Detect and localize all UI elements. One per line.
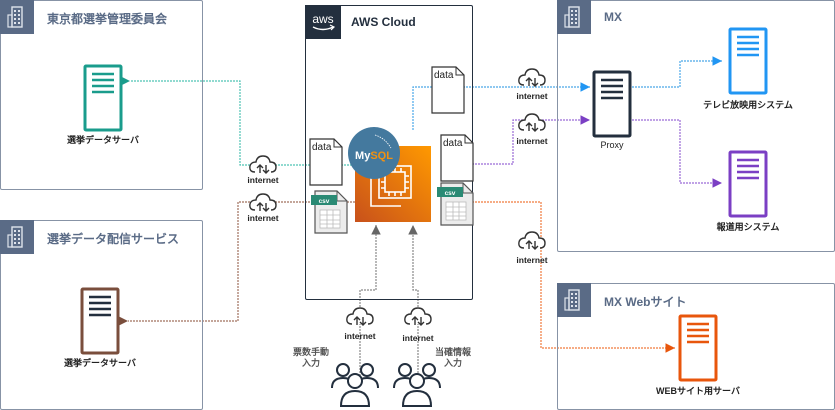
internet-cloud-icon: [404, 307, 432, 326]
internet-cloud-blue: [517, 67, 547, 94]
win-input-label: 当確情報 入力: [434, 347, 472, 368]
teal-connection: [120, 76, 355, 166]
server-label: 選挙データサーバ: [64, 358, 136, 368]
internet-cloud-user-1: [345, 306, 375, 333]
users-icon-vote-input[interactable]: [330, 360, 380, 408]
internet-label: internet: [344, 331, 376, 341]
group-title: AWS Cloud: [351, 15, 416, 29]
orange-connection: [460, 201, 675, 353]
mysql-label: MySQL: [355, 150, 393, 162]
building-icon: [0, 220, 34, 254]
users-icon-win-input[interactable]: [392, 360, 442, 408]
data-document-icon: data: [309, 138, 343, 186]
internet-cloud-user-2: [403, 306, 433, 333]
server-icon-distribution[interactable]: [80, 287, 120, 355]
building-icon: [0, 0, 34, 34]
server-label: 選挙データサーバ: [67, 135, 139, 145]
purple-connection-1: [460, 115, 590, 165]
group-title: MX: [604, 10, 622, 24]
building-icon: [557, 0, 591, 34]
purple-connection-2: [632, 119, 722, 188]
server-icon-tv-system[interactable]: [728, 27, 768, 95]
aws-logo-icon: aws: [305, 5, 341, 39]
internet-cloud-icon: [518, 113, 546, 132]
svg-text:aws: aws: [312, 12, 333, 26]
building-icon: [557, 283, 591, 317]
svg-text:data: data: [443, 138, 463, 149]
group-election-data-distribution: 選挙データ配信サービス: [0, 220, 203, 410]
server-label: テレビ放映用システム: [703, 100, 793, 110]
svg-text:csv: csv: [445, 190, 456, 197]
server-label: Proxy: [600, 140, 624, 150]
internet-label: internet: [402, 333, 434, 343]
mysql-icon[interactable]: MySQL: [347, 126, 401, 180]
internet-cloud-icon: [518, 231, 546, 250]
svg-text:csv: csv: [319, 198, 330, 205]
blue-connection-2: [632, 56, 722, 88]
internet-cloud-purple: [517, 112, 547, 139]
group-title: 東京都選挙管理委員会: [47, 12, 168, 26]
server-label: WEBサイト用サーバ: [656, 386, 740, 396]
svg-text:data: data: [434, 70, 454, 81]
internet-cloud-icon: [249, 193, 277, 212]
group-title: MX Webサイト: [604, 295, 687, 309]
server-icon-proxy[interactable]: [592, 70, 632, 138]
server-label: 報道用システム: [716, 222, 780, 232]
blue-connection-1: [412, 82, 590, 130]
internet-label: internet: [247, 213, 279, 223]
internet-label: internet: [516, 136, 548, 146]
internet-label: internet: [516, 91, 548, 101]
internet-cloud-icon: [249, 155, 277, 174]
data-document-icon: data: [431, 66, 465, 114]
csv-file-icon: csv: [437, 182, 474, 226]
data-document-icon: data: [440, 134, 474, 182]
internet-label: internet: [516, 255, 548, 265]
server-icon-web[interactable]: [678, 314, 718, 382]
internet-cloud-icon: [518, 68, 546, 87]
internet-cloud-icon: [346, 307, 374, 326]
csv-file-icon: csv: [311, 190, 348, 234]
vote-input-label: 票数手動 入力: [292, 347, 330, 368]
group-tokyo-election-committee: 東京都選挙管理委員会: [0, 0, 203, 190]
gray-connection-2: [408, 225, 419, 385]
brown-connection: [118, 201, 355, 326]
svg-text:data: data: [312, 142, 332, 153]
server-icon-tokyo[interactable]: [83, 64, 123, 132]
server-icon-news-system[interactable]: [728, 150, 768, 218]
gray-connection-1: [359, 225, 381, 385]
group-title: 選挙データ配信サービス: [47, 232, 180, 246]
internet-label: internet: [247, 175, 279, 185]
internet-cloud-orange: [517, 230, 547, 257]
internet-cloud-teal: [248, 154, 278, 181]
internet-cloud-brown: [248, 192, 278, 219]
